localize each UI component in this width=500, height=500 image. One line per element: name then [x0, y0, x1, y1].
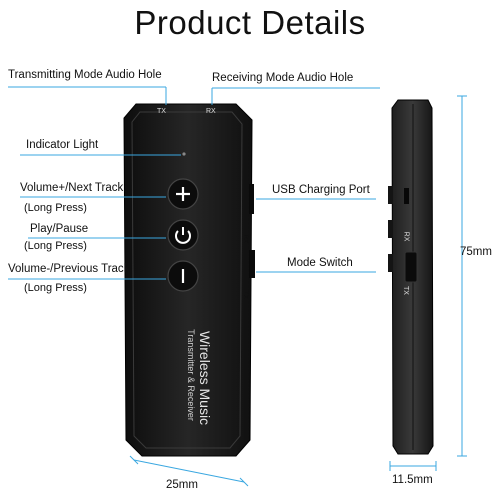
mode-switch-side: [249, 250, 255, 278]
indicator-light-dot: [182, 152, 186, 156]
device-side: [388, 99, 434, 455]
device-brand: Wireless Music: [197, 330, 213, 426]
usb-port-side: [249, 184, 254, 214]
label-volume-up: Volume+/Next Track: [20, 182, 124, 194]
page-title: Product Details: [134, 4, 366, 41]
label-transmitting-hole: Transmitting Mode Audio Hole: [8, 69, 162, 81]
usb-port-icon: [404, 188, 409, 204]
port-label-rx: RX: [206, 108, 216, 115]
label-indicator: Indicator Light: [26, 139, 99, 151]
volume-up-button: [167, 178, 199, 210]
label-volume-down-sub: (Long Press): [24, 282, 87, 294]
switch-label-rx: RX: [242, 234, 249, 244]
label-usb-port: USB Charging Port: [272, 184, 370, 196]
label-receiving-hole: Receiving Mode Audio Hole: [212, 72, 354, 84]
play-pause-button: [167, 219, 199, 251]
device-front: [123, 103, 255, 457]
label-play-pause-sub: (Long Press): [24, 240, 87, 252]
switch-label-tx: TX: [241, 291, 248, 299]
label-mode-switch: Mode Switch: [287, 257, 353, 269]
side-label-tx: TX: [401, 286, 409, 295]
label-volume-down: Volume-/Previous Track: [8, 263, 130, 275]
dimension-height: 75mm: [460, 246, 492, 258]
volume-down-button: [167, 260, 199, 292]
dimension-depth: 11.5mm: [392, 474, 433, 486]
mode-switch-knob: [404, 251, 418, 283]
dimension-width: 25mm: [166, 479, 198, 491]
device-subtitle: Transmitter & Receiver: [186, 329, 196, 421]
label-volume-up-sub: (Long Press): [24, 202, 87, 214]
callout-lines: [8, 86, 380, 280]
side-label-rx: RX: [402, 231, 410, 242]
label-play-pause: Play/Pause: [30, 223, 89, 235]
port-label-tx: TX: [157, 108, 166, 115]
dimension-lines: [129, 95, 467, 487]
